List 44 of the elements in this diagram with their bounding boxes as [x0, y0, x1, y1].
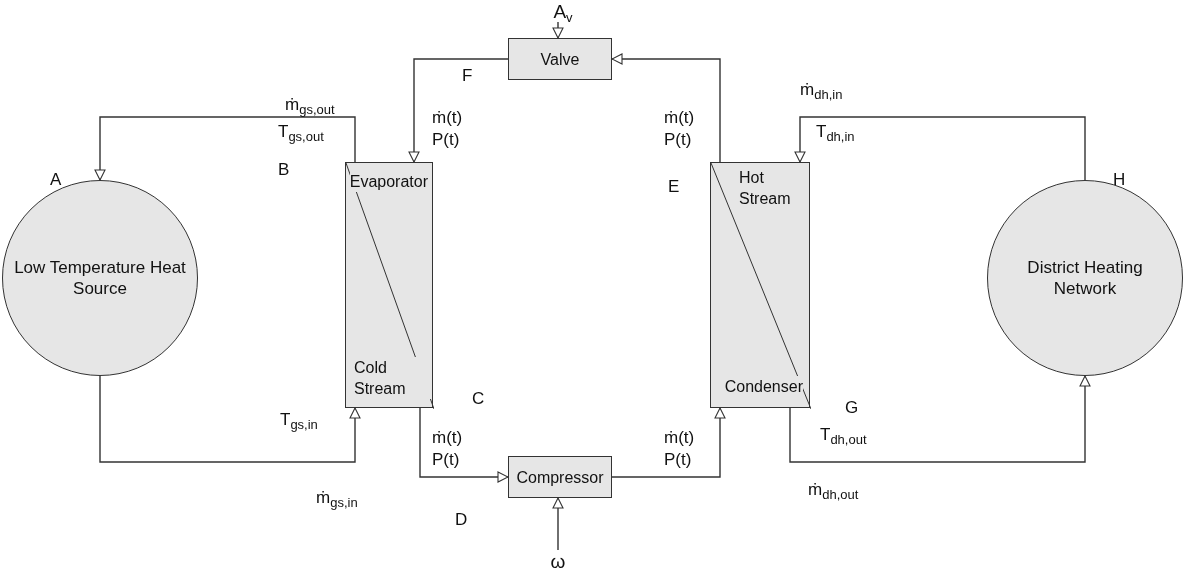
point-letter: D	[455, 510, 468, 530]
arrow	[552, 497, 564, 551]
variable-label: ṁ$_{dh,out}$	[808, 480, 859, 500]
variable-label: ṁ$_{gs,out}$	[285, 95, 335, 115]
arrow	[611, 53, 721, 163]
node-label: Evaporator	[349, 171, 428, 192]
point-letter: H	[1113, 170, 1126, 190]
variable-label: P(t)	[664, 130, 692, 150]
node-label: District Heating Network	[1026, 257, 1144, 299]
arrow	[794, 116, 1086, 181]
point-letter: C	[472, 389, 485, 409]
arrow	[552, 21, 564, 39]
arrow	[419, 407, 509, 483]
heat-exchanger-box	[345, 162, 433, 408]
arrow	[789, 375, 1091, 463]
arrow	[611, 407, 726, 478]
variable-label: T$_{gs,out}$	[278, 122, 324, 142]
variable-label: ṁ(t)	[432, 428, 463, 448]
variable-label: ṁ(t)	[664, 428, 695, 448]
variable-label: ṁ(t)	[432, 108, 463, 128]
variable-label: P(t)	[664, 450, 692, 470]
variable-label: ṁ(t)	[664, 108, 695, 128]
point-letter: E	[668, 177, 680, 197]
point-letter: G	[845, 398, 859, 418]
arrow	[408, 58, 509, 163]
variable-label: T$_{gs,in}$	[280, 410, 318, 430]
input-label: A$_{v}$	[553, 0, 573, 22]
node-label: Low Temperature Heat Source	[13, 257, 187, 299]
arrow	[99, 375, 361, 463]
variable-label: T$_{dh,in}$	[816, 122, 855, 142]
heat-exchanger-box	[710, 162, 810, 408]
point-letter: B	[278, 160, 290, 180]
variable-label: P(t)	[432, 130, 460, 150]
variable-label: P(t)	[432, 450, 460, 470]
input-label: ω	[550, 550, 566, 572]
variable-label: ṁ$_{dh,in}$	[800, 80, 843, 100]
variable-label: ṁ$_{gs,in}$	[316, 488, 358, 508]
process-box	[508, 456, 612, 498]
variable-label: T$_{dh,out}$	[820, 425, 867, 445]
process-box	[508, 38, 612, 80]
point-letter: F	[462, 66, 473, 86]
arrow	[94, 116, 356, 181]
node-label: Cold Stream	[354, 357, 432, 399]
point-letter: A	[50, 170, 62, 190]
